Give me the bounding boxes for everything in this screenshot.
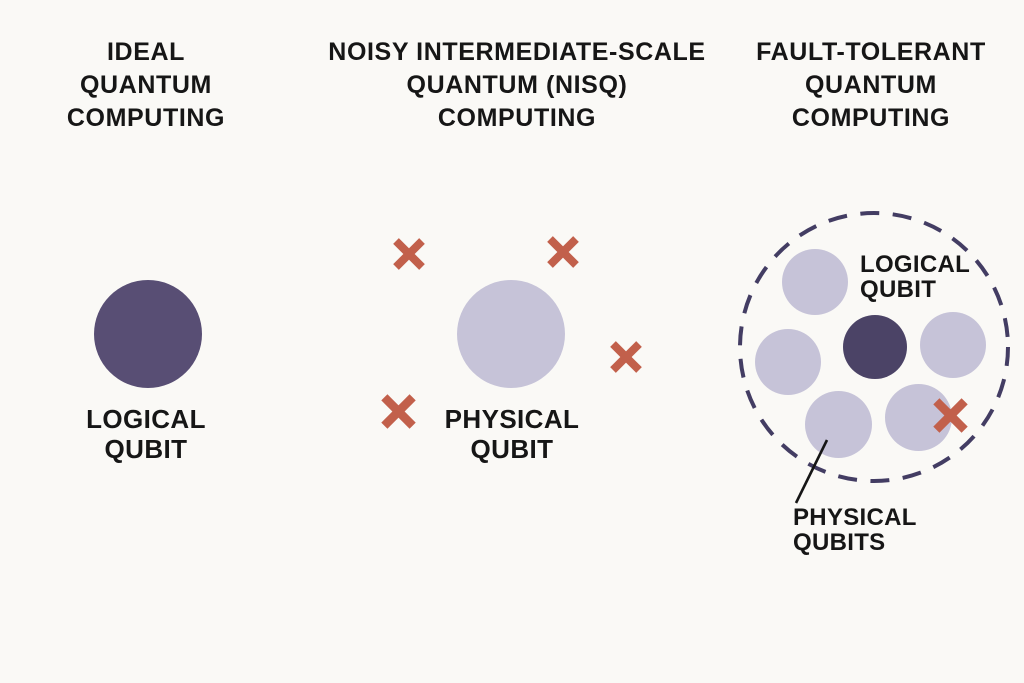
physical-qubit-label: PHYSICAL QUBIT <box>444 404 580 464</box>
physical-qubit-circle <box>782 249 848 315</box>
encoded-logical-qubit-circle <box>843 315 907 379</box>
physical-qubit-circle <box>920 312 986 378</box>
noise-error-x-icon <box>393 238 425 270</box>
panel-title-fault-tolerant: FAULT-TOLERANT QUANTUM COMPUTING <box>756 38 986 132</box>
noise-error-x-icon <box>381 394 416 429</box>
logical-qubit-boundary-dashed-circle <box>738 211 1010 483</box>
corrected-error-x-icon <box>933 398 968 433</box>
panel-title-ideal: IDEAL QUANTUM COMPUTING <box>66 38 226 132</box>
panel-title-nisq: NOISY INTERMEDIATE-SCALE QUANTUM (NISQ) … <box>328 38 706 132</box>
physical-qubit-circle <box>885 384 952 451</box>
logical-qubit-circle <box>94 280 202 388</box>
noise-error-x-icon <box>610 341 642 373</box>
logical-qubit-label: LOGICAL QUBIT <box>86 404 206 464</box>
physical-qubit-circle <box>805 391 872 458</box>
fault-tolerant-logical-qubit-label: LOGICAL QUBIT <box>860 251 971 303</box>
physical-qubit-circle <box>457 280 565 388</box>
physical-qubit-circle <box>755 329 821 395</box>
leader-line <box>794 439 829 504</box>
noise-error-x-icon <box>547 236 579 268</box>
fault-tolerant-physical-qubits-label: PHYSICAL QUBITS <box>793 504 917 556</box>
